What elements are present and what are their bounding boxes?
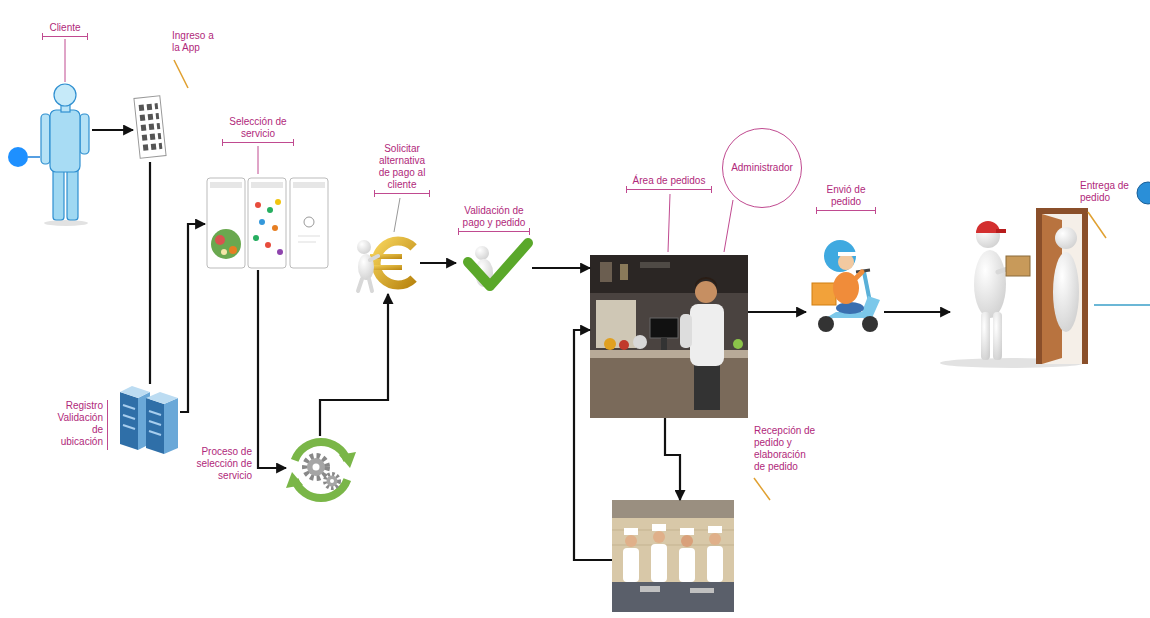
kitchen-photo xyxy=(612,500,734,612)
flow-arrow xyxy=(149,162,151,384)
flow-arrow xyxy=(532,267,590,269)
leader-line xyxy=(1088,212,1106,238)
leader-line xyxy=(724,200,733,252)
leader-line xyxy=(394,198,400,232)
step-label: Solicitar alternativa de pago al cliente xyxy=(374,143,430,194)
registry-step: Registro Validación de ubicación xyxy=(118,384,180,454)
app-step: Ingreso a la App xyxy=(133,94,167,162)
validation-step: Validación de pago y pedido xyxy=(456,238,532,294)
orders-area: Área de pedidos xyxy=(590,255,748,418)
leader-line xyxy=(668,194,670,252)
step-label: Envió de pedido xyxy=(816,184,876,211)
server-icon xyxy=(120,386,178,454)
flow-arrow xyxy=(884,311,950,313)
flow-arrow xyxy=(180,224,205,412)
flow-arrow xyxy=(258,270,286,468)
delivery-figures xyxy=(940,208,1088,368)
step-label: Validación de pago y pedido xyxy=(458,205,530,232)
bracket-line xyxy=(258,146,259,174)
step-label: Área de pedidos xyxy=(626,175,712,190)
service-step: Selección de servicio xyxy=(205,176,331,270)
orders-photo xyxy=(590,255,748,418)
process-step: Proceso de selección de servicio xyxy=(286,436,354,504)
step-label: Selección de servicio xyxy=(222,116,294,143)
step-label: Ingreso a la App xyxy=(170,30,222,56)
flow-arrow xyxy=(320,294,388,436)
gears-icon xyxy=(286,442,356,498)
flow-arrow xyxy=(420,262,456,264)
step-label: Cliente xyxy=(42,22,88,37)
check-icon xyxy=(468,243,528,287)
admin-circle: Administrador xyxy=(722,128,802,208)
bracket-line xyxy=(65,39,66,82)
start-point xyxy=(8,147,40,167)
step-label: Proceso de selección de servicio xyxy=(194,446,254,484)
kitchen-step: Recepción de pedido y elaboración de ped… xyxy=(612,500,734,612)
client-figure xyxy=(41,84,89,226)
leader-line xyxy=(174,60,188,88)
step-label: Recepción de pedido y elaboración de ped… xyxy=(752,425,818,475)
payment-step: Solicitar alternativa de pago al cliente xyxy=(350,232,420,294)
circle-label: Administrador xyxy=(731,162,793,174)
scooter-icon xyxy=(812,240,880,332)
flow-arrow xyxy=(92,129,133,131)
step-label: Entrega de pedido xyxy=(1078,180,1136,206)
app-icon xyxy=(134,96,166,158)
delivery-step: Entrega de pedido xyxy=(950,205,1094,370)
dispatch-step: Envió de pedido xyxy=(806,232,884,334)
euro-icon xyxy=(357,240,414,291)
flow-arrow xyxy=(665,418,680,500)
flow-arrow xyxy=(748,311,806,313)
client-step: Cliente xyxy=(40,82,92,226)
app-screens xyxy=(207,178,328,268)
leader-line xyxy=(754,478,770,500)
step-label: Registro Validación de ubicación xyxy=(46,400,108,450)
flow-arrow xyxy=(574,330,612,560)
